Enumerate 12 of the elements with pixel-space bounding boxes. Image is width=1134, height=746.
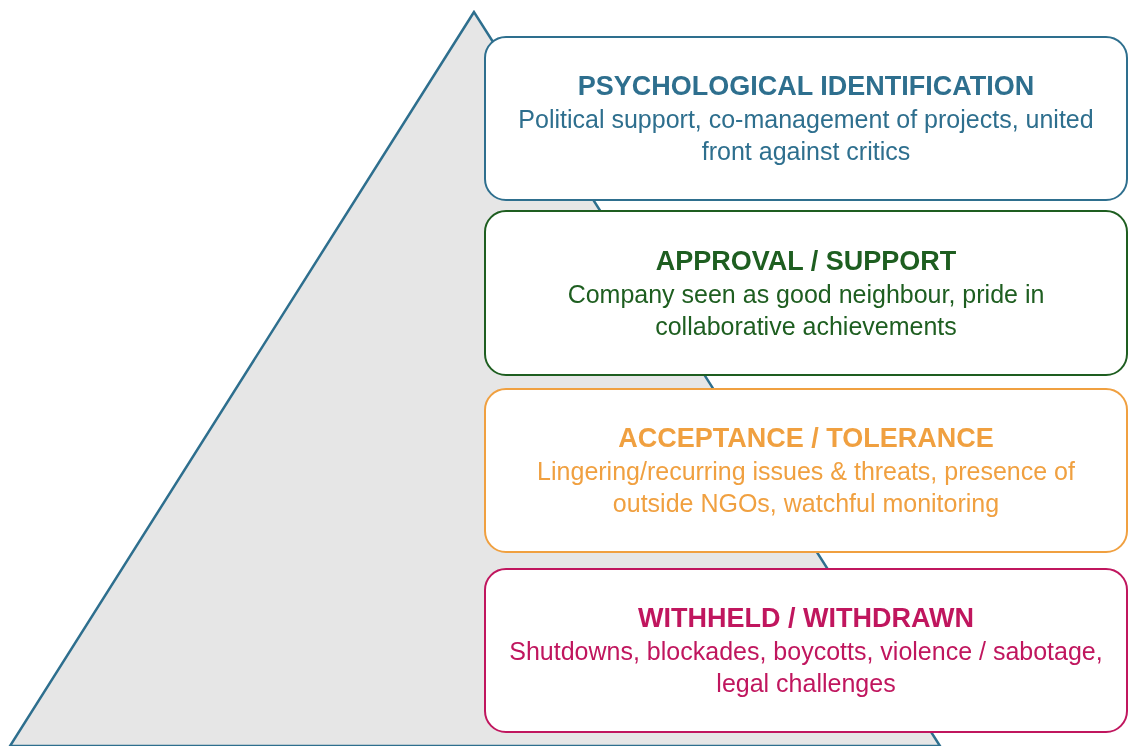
level-heading: WITHHELD / WITHDRAWN — [638, 602, 974, 635]
level-description: Political support, co-management of projects, united front against critics — [517, 104, 1095, 167]
level-heading: APPROVAL / SUPPORT — [655, 244, 957, 278]
level-description: Lingering/recurring issues & threats, presence of outside NGOs, watchful monitoring — [536, 456, 1076, 519]
level-description: Shutdowns, blockades, boycotts, violence / sabotage, legal challenges — [508, 636, 1104, 699]
level-box — [484, 388, 1128, 553]
level-box — [484, 36, 1128, 201]
level-box — [484, 568, 1128, 733]
level-box — [484, 210, 1128, 376]
level-heading: ACCEPTANCE / TOLERANCE — [618, 422, 994, 455]
level-heading: PSYCHOLOGICAL IDENTIFICATION — [577, 70, 1035, 103]
level-description: Company seen as good neighbour, pride in collaborative achievements — [566, 278, 1046, 342]
